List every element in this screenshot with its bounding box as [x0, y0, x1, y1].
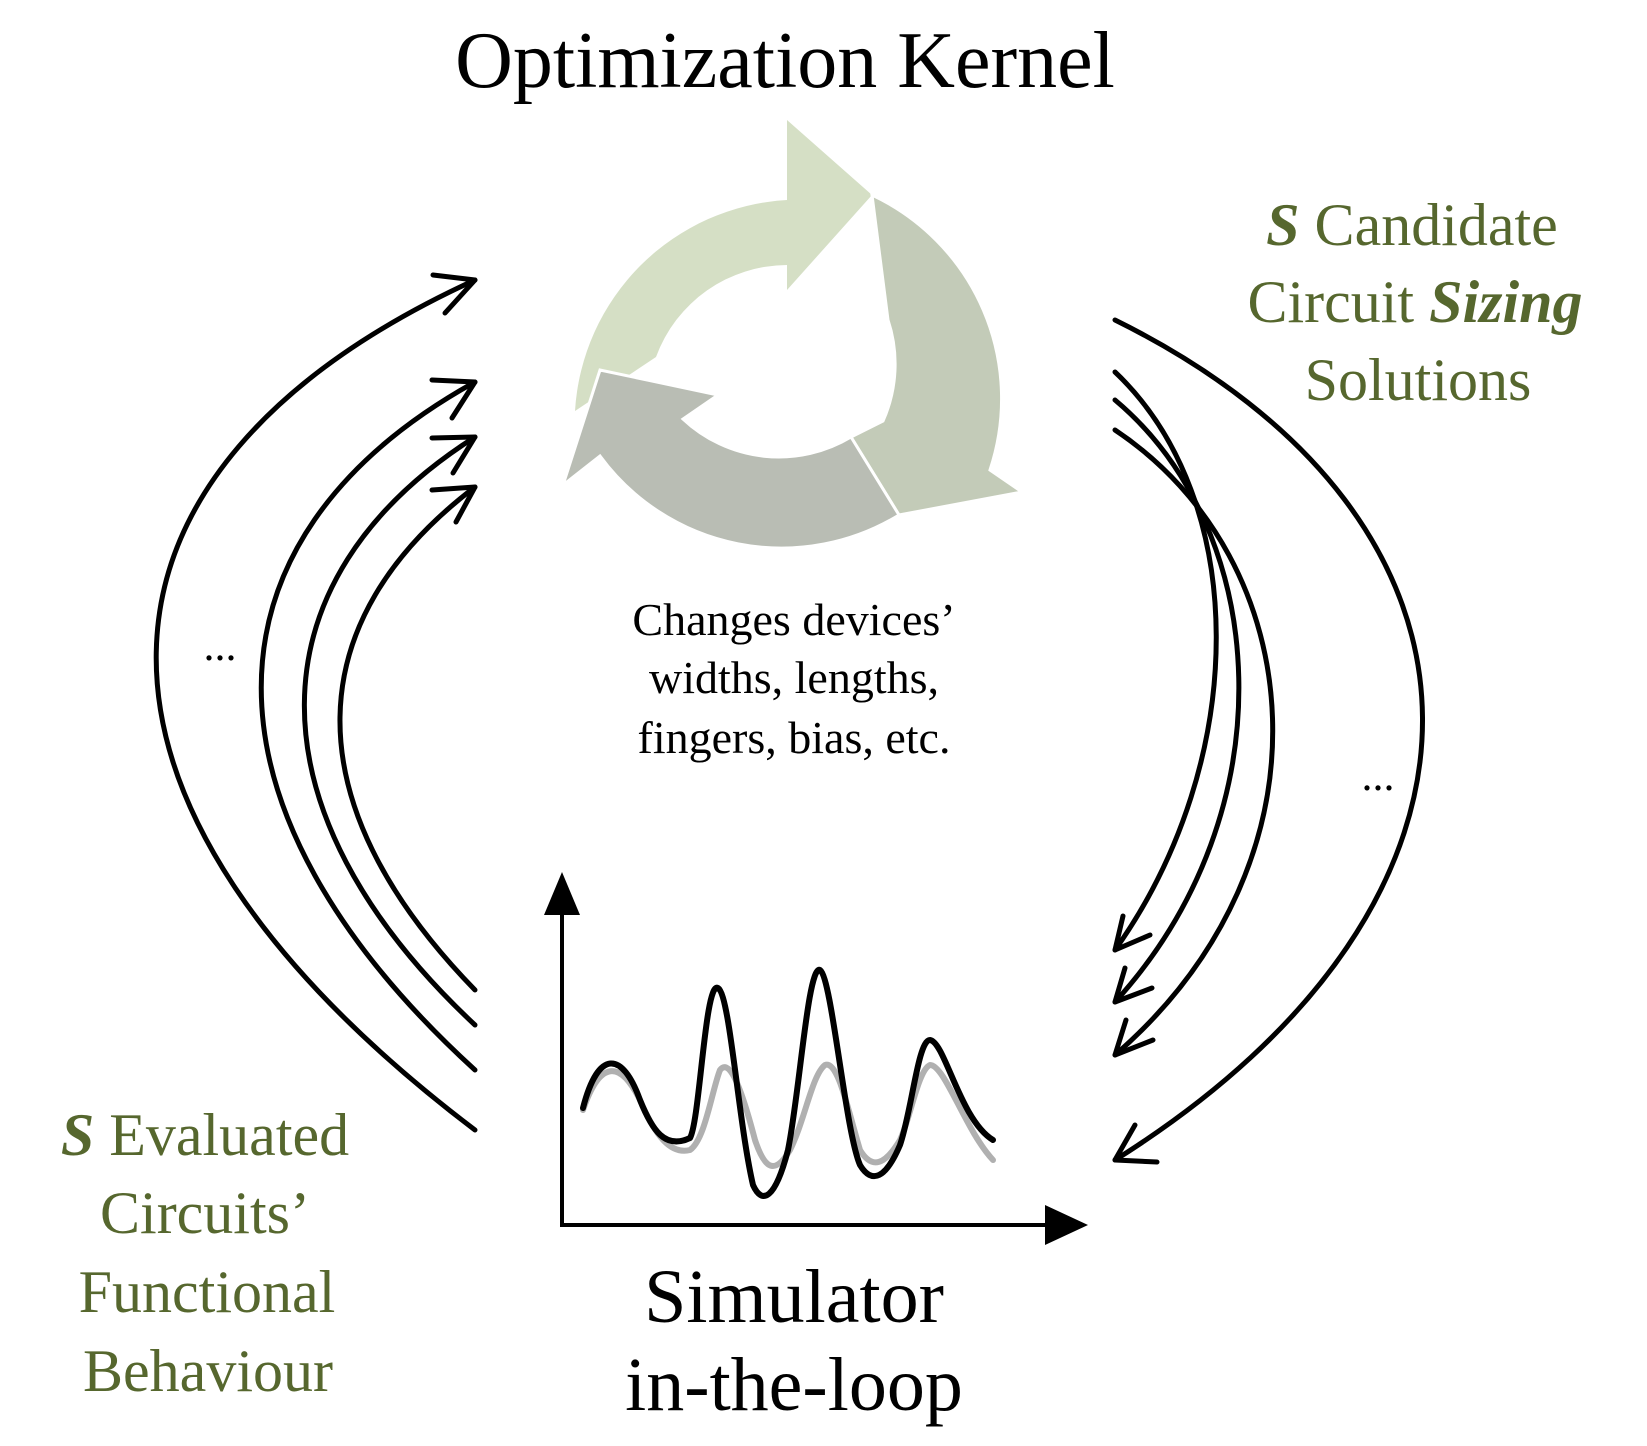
evaluated-label-text-1: Evaluated — [94, 1102, 349, 1168]
candidates-label-text-1: Candidate — [1300, 192, 1558, 258]
candidates-count-symbol: S — [1266, 192, 1299, 258]
diagram-title: Optimization Kernel — [455, 17, 1115, 105]
kernel-note-line-1: Changes devices’ — [632, 594, 955, 645]
plot-x-axis-arrowhead — [1045, 1205, 1088, 1245]
candidate-arrow-outer — [1112, 317, 1425, 1165]
feedback-arrow-outer — [153, 272, 478, 1133]
simulator-plot — [544, 872, 1088, 1245]
candidates-label-emphasis: Sizing — [1429, 269, 1582, 335]
evaluated-label-line-2: Circuits’ — [100, 1180, 310, 1246]
evaluated-label-line-1: S Evaluated — [61, 1102, 349, 1168]
simulator-label-line-2: in-the-loop — [625, 1343, 963, 1427]
feedback-arrow-inner — [337, 484, 478, 993]
feedback-arrow-3 — [302, 434, 478, 1028]
candidate-arrows-right — [1112, 317, 1425, 1165]
cycle-arrow-top — [575, 120, 872, 411]
candidates-label-line-3: Solutions — [1305, 347, 1532, 413]
cycle-arrow-bottom — [560, 368, 902, 550]
kernel-note-line-3: fingers, bias, etc. — [638, 712, 951, 763]
left-ellipsis: ... — [204, 621, 237, 670]
kernel-note-line-2: widths, lengths, — [649, 652, 939, 703]
candidates-label-text-2: Circuit — [1247, 269, 1429, 335]
cycle-arrow-right — [848, 192, 1026, 517]
feedback-arrow-2 — [258, 377, 478, 1073]
candidate-arrow-2 — [1112, 427, 1276, 1058]
feedback-arrows-left — [153, 272, 478, 1133]
simulator-label-line-1: Simulator — [644, 1255, 944, 1339]
right-ellipsis: ... — [1362, 751, 1395, 800]
candidate-arrow-3 — [1112, 397, 1242, 1005]
candidates-label-line-2: Circuit Sizing — [1247, 269, 1582, 335]
plot-y-axis-arrowhead — [544, 872, 580, 915]
optimization-cycle-icon — [560, 120, 1026, 550]
candidates-label-line-1: S Candidate — [1266, 192, 1558, 258]
simulated-waveform — [580, 966, 996, 1199]
evaluated-label-line-4: Behaviour — [83, 1338, 333, 1404]
candidate-arrow-inner — [1112, 369, 1219, 953]
evaluated-count-symbol: S — [61, 1102, 94, 1168]
evaluated-label-line-3: Functional — [79, 1259, 336, 1325]
